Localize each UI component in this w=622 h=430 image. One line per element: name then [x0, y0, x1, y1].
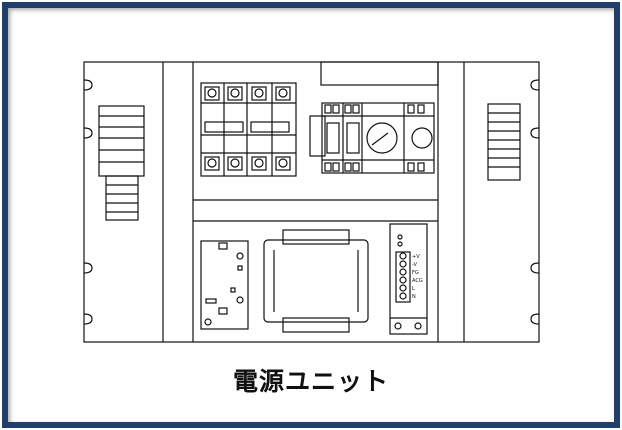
terminal-module: [200, 240, 249, 330]
right-vent: [487, 103, 521, 181]
power-supply-module: [389, 223, 428, 335]
figure-caption: 電源ユニット: [232, 367, 389, 396]
rack-panel-outline: [83, 61, 540, 343]
terminal-label: +V: [412, 254, 420, 260]
right-mount-slots: [530, 79, 540, 325]
left-handle: [98, 105, 145, 221]
relay-timer-block: [309, 102, 435, 174]
left-mount-slots: [83, 79, 93, 325]
terminal-label: N: [412, 294, 416, 300]
circuit-breakers: [200, 82, 297, 177]
terminal-label: L: [412, 286, 415, 292]
top-cover-plate: [320, 61, 439, 86]
terminal-label: ACG: [412, 278, 423, 284]
terminal-label: FG: [412, 270, 419, 276]
terminal-label: -V: [412, 262, 418, 268]
transformer: [263, 229, 369, 333]
